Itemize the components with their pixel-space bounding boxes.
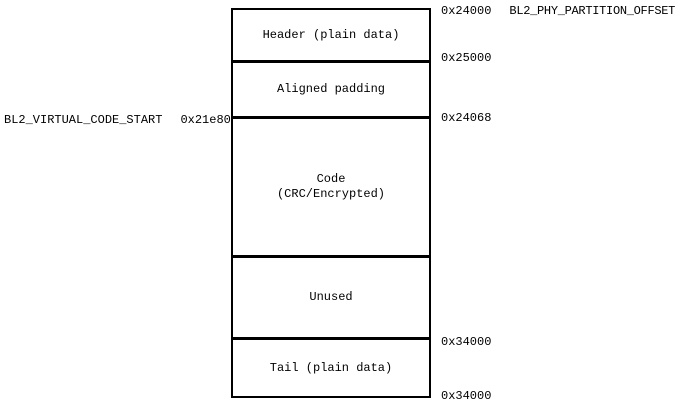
section-unused-label: Unused (309, 290, 353, 304)
phy-partition-offset-annotation: 0x24000 BL2_PHY_PARTITION_OFFSET (441, 4, 675, 18)
virtual-code-start-address: 0x21e80 (180, 113, 231, 127)
section-aligned-padding-label: Aligned padding (276, 82, 386, 96)
address-after-header: 0x25000 (441, 51, 492, 65)
section-unused: Unused (233, 255, 429, 337)
section-aligned-padding: Aligned padding (233, 60, 429, 116)
virtual-code-start-label: BL2_VIRTUAL_CODE_START (4, 113, 163, 127)
address-bottom: 0x34000 (441, 389, 492, 403)
section-tail: Tail (plain data) (233, 337, 429, 396)
address-after-padding: 0x24068 (441, 111, 492, 125)
address-after-unused: 0x34000 (441, 335, 492, 349)
address-top: 0x24000 (441, 4, 492, 18)
partition-box: Header (plain data) Aligned padding Code… (231, 8, 431, 398)
section-header-label: Header (plain data) (262, 27, 400, 42)
section-code-sublabel: (CRC/Encrypted) (276, 187, 386, 201)
section-code: Code (CRC/Encrypted) (233, 116, 429, 255)
section-tail-label: Tail (plain data) (269, 360, 393, 375)
section-header: Header (plain data) (233, 10, 429, 60)
section-code-label: Code (316, 172, 346, 186)
virtual-code-start-annotation: BL2_VIRTUAL_CODE_START 0x21e80 (4, 113, 231, 127)
phy-partition-offset-label: BL2_PHY_PARTITION_OFFSET (509, 4, 676, 18)
